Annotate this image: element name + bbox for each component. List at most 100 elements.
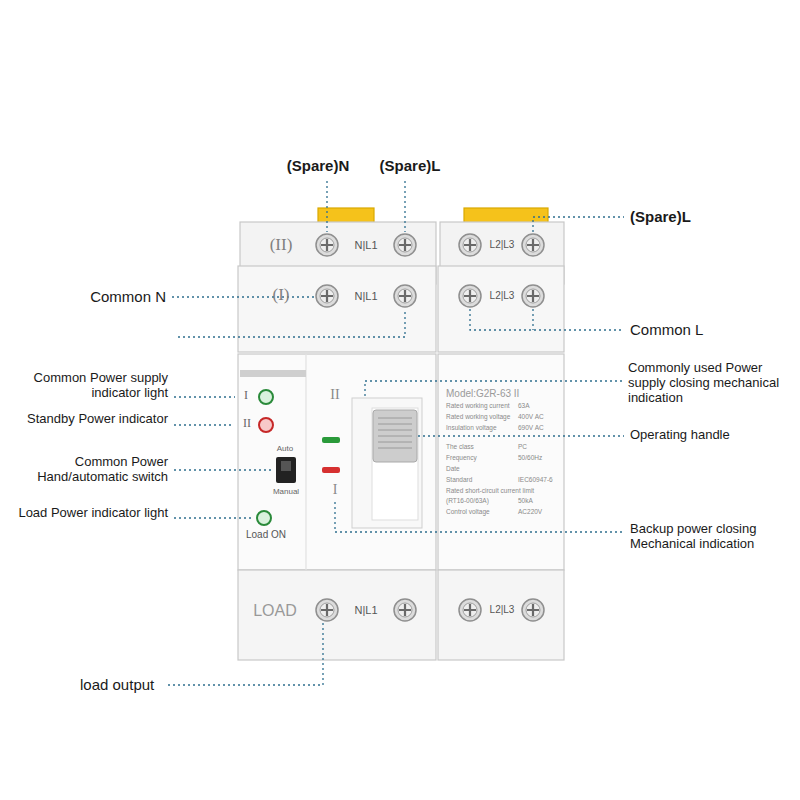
led-label: Load ON [238,529,294,541]
screw-head [459,234,481,256]
terminal-label: N|L1 [341,239,391,252]
callout-label: Common Power Hand/automatic switch [16,455,168,485]
screw-terminals [316,234,544,621]
screw-ring [463,603,477,617]
callout-label: Operating handle [630,428,795,443]
common-module [438,266,564,352]
auto-manual-switch [276,457,296,483]
leader-line [404,181,405,232]
screw [394,599,416,621]
load-module [438,570,564,660]
spec-text: 50/60Hz [518,454,562,461]
common-module [238,266,436,352]
screw-head [459,285,481,307]
yellow-tab [464,208,548,223]
leader-line [174,469,273,470]
leader-line [174,517,254,518]
leader-line [178,309,405,337]
screw-head [459,599,481,621]
screw-ring [320,238,334,252]
screw-slot [464,239,476,251]
grey-stripe [240,370,306,377]
screw-ring [526,238,540,252]
position-mark: II [323,387,347,403]
screw-slot [527,604,539,616]
screw-head [522,234,544,256]
callout-label: Common N [16,288,166,305]
handle-slot [372,408,418,520]
leader-line [172,296,314,297]
switch-label: Manual [259,487,313,496]
panel-divider [305,354,306,570]
terminal-label: L2|L3 [477,290,527,302]
screw [459,599,481,621]
operating-handle [373,410,417,462]
leader-lines [168,181,624,685]
screw-ring [398,603,412,617]
leader-line [168,623,323,685]
load-led [257,511,271,525]
load-module [238,570,436,660]
screw-ring [463,238,477,252]
callout-label: Common L [630,321,780,338]
terminal-label: N|L1 [341,290,391,303]
spec-text: IEC60947-6 [518,476,562,483]
handle-window [352,398,422,528]
leader-line [418,435,624,436]
screw-slot [527,290,539,302]
screw [522,285,544,307]
yellow-tab [318,208,374,223]
screw [394,234,416,256]
callout-label: (Spare)L [355,157,465,174]
spec-text: PC [518,443,562,450]
red-indication [322,467,340,473]
spec-text: 63A [518,402,562,409]
screw [522,599,544,621]
spec-text: 50kA [518,497,562,504]
screw-head [522,285,544,307]
screw-head [394,599,416,621]
indicator-mark: I [238,389,254,403]
spec-text: AC220V [518,508,562,515]
callout-label: Common Power supply indicator light [16,371,168,401]
spec-text: The class [446,443,516,450]
spec-text: Frequency [446,454,516,461]
screw [459,234,481,256]
callout-label: (Spare)L [630,208,750,225]
screw-head [316,285,338,307]
screw-ring [526,603,540,617]
screw [316,285,338,307]
screw [522,234,544,256]
standby-led [259,418,273,432]
screw-ring [398,289,412,303]
screw-slot [464,290,476,302]
spec-text: Rated working voltage [446,413,516,420]
leader-line [335,502,624,532]
screw [459,285,481,307]
screw-slot [399,239,411,251]
screw-slot [399,604,411,616]
leader-line [470,309,624,330]
switch-knob [281,461,291,471]
screw-ring [320,603,334,617]
screw-slot [464,604,476,616]
screw-slot [527,239,539,251]
callout-label: Backup power closing Mechanical indicati… [630,522,795,552]
screw-head [522,599,544,621]
screw-slot [321,290,333,302]
model-label: Model:G2R-63 II [446,388,562,400]
leader-line [326,181,327,232]
screw-head [316,234,338,256]
spec-text: Rated working current [446,402,516,409]
screw [316,234,338,256]
leader-line [174,424,233,425]
handle-ridges [378,418,412,448]
housing [238,208,564,660]
terminal-label: L2|L3 [477,604,527,616]
spec-text: Rated short-circuit current limit [446,487,562,494]
screw-slot [321,604,333,616]
common-led [259,390,273,404]
green-indication [322,437,340,443]
main-body [438,354,564,570]
